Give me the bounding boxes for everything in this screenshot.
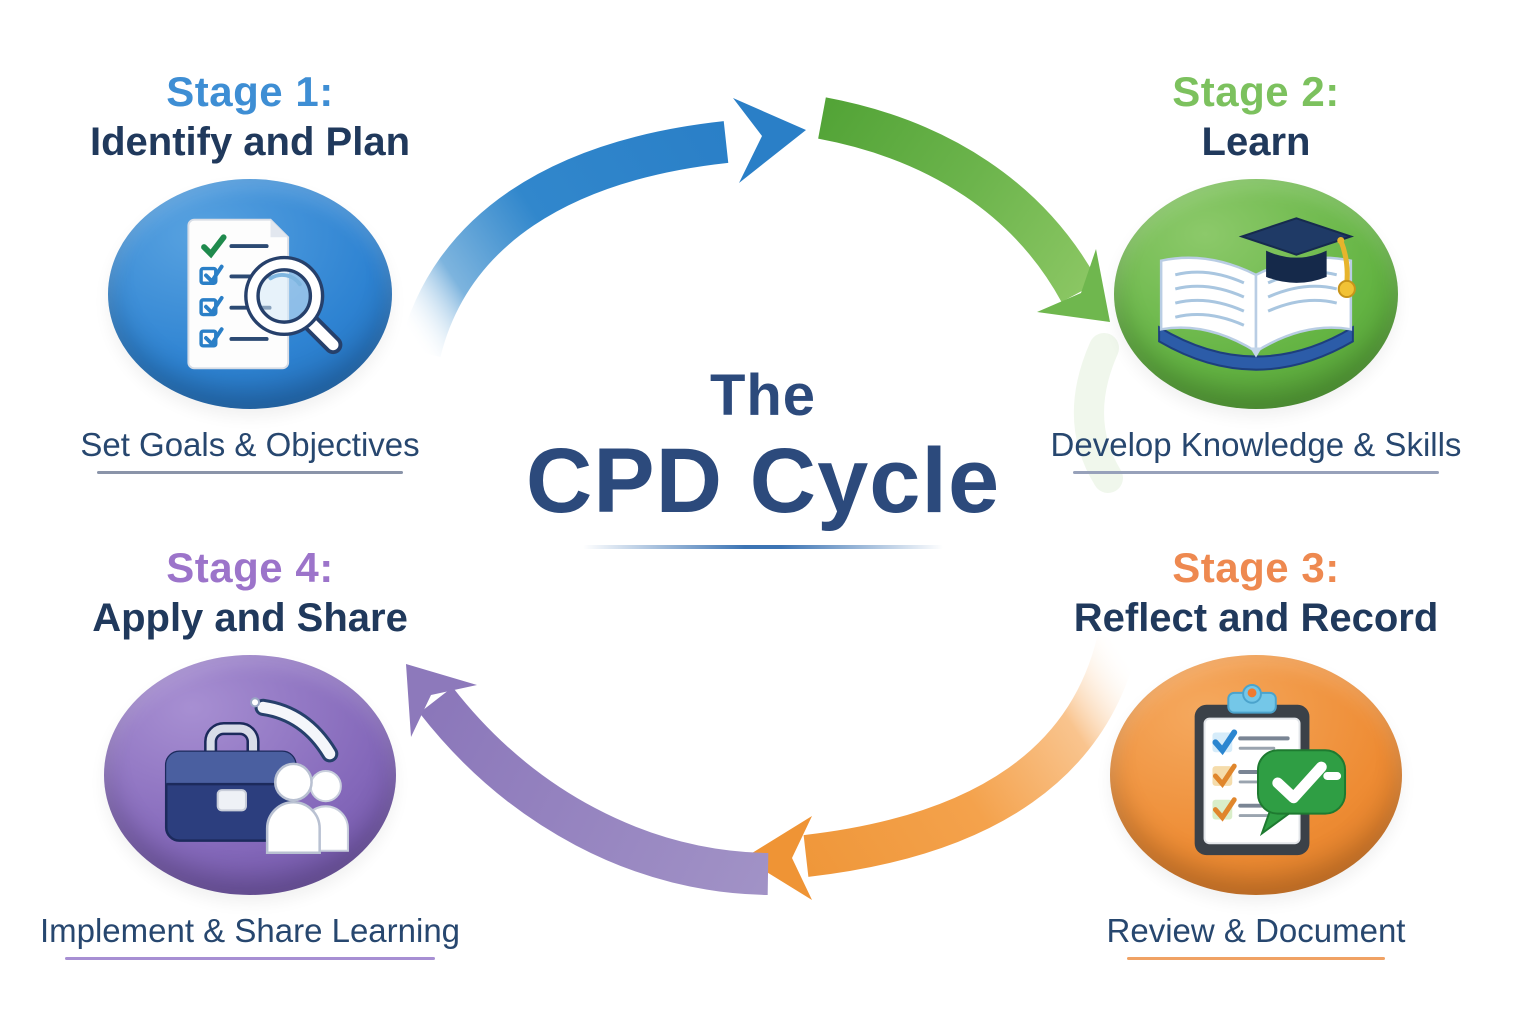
briefcase-people-arrow-icon [164, 697, 349, 855]
stage-1-subtitle: Set Goals & Objectives [80, 426, 420, 464]
stage-3-block: Stage 3: Reflect and Record [1036, 544, 1476, 961]
purple-arrowhead-icon [406, 664, 477, 737]
stage-1-block: Stage 1: Identify and Plan [30, 68, 470, 475]
arrow-stage1-to-stage2-blue-segment [399, 121, 729, 358]
faint-green-wisp [1074, 333, 1123, 493]
stage-1-oval [108, 179, 392, 410]
title-line-1: The [709, 363, 817, 428]
title-line-2: CPD Cycle [525, 430, 1001, 532]
stage-1-name: Identify and Plan [89, 120, 411, 165]
stage-3-label: Stage 3: [1172, 544, 1340, 591]
arrow-stage3-to-stage4-purple-segment [419, 687, 769, 895]
stage-2-name: Learn [1201, 120, 1311, 165]
stage-2-underline [1073, 471, 1439, 475]
clipboard-checkmark-bubble-icon [1194, 684, 1347, 856]
title-divider [583, 545, 943, 549]
stage-2-subtitle: Develop Knowledge & Skills [1050, 426, 1462, 464]
stage-3-name: Reflect and Record [1073, 596, 1439, 641]
stage-4-subtitle: Implement & Share Learning [39, 912, 461, 950]
blue-arrowhead-icon [733, 98, 806, 183]
arrow-stage3-to-stage4-orange-segment [803, 634, 1139, 877]
green-arrowhead-icon [1037, 249, 1110, 322]
stage-3-subtitle: Review & Document [1106, 912, 1406, 950]
stage-1-label: Stage 1: [166, 68, 334, 115]
stage-4-label: Stage 4: [166, 544, 334, 591]
stage-3-oval [1110, 655, 1402, 896]
stage-4-name: Apply and Share [92, 596, 408, 641]
stage-2-label: Stage 2: [1172, 68, 1340, 115]
stage-4-oval [104, 655, 396, 896]
diagram-title: The CPD Cycle [518, 362, 1008, 549]
open-book-graduation-cap-icon [1158, 217, 1356, 371]
orange-arrowhead-icon [744, 816, 812, 900]
stage-1-underline [97, 471, 403, 475]
arrow-stage1-to-stage2-green-segment [818, 97, 1099, 303]
checklist-magnifier-icon [187, 218, 343, 370]
stage-2-oval [1114, 179, 1398, 410]
stage-4-block: Stage 4: Apply and Share Implement & Sha… [30, 544, 470, 961]
stage-3-underline [1127, 957, 1385, 961]
stage-4-underline [65, 957, 435, 961]
stage-2-block: Stage 2: Learn [1036, 68, 1476, 475]
